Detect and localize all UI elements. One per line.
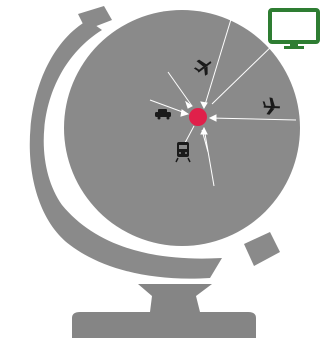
globe-ring-bottom-cap xyxy=(244,232,280,266)
globe-stand-neck xyxy=(138,284,212,312)
computer-monitor-icon xyxy=(270,10,318,49)
globe-stand-base xyxy=(72,312,256,338)
globe-sphere xyxy=(64,10,300,246)
hub-dot xyxy=(189,108,207,126)
